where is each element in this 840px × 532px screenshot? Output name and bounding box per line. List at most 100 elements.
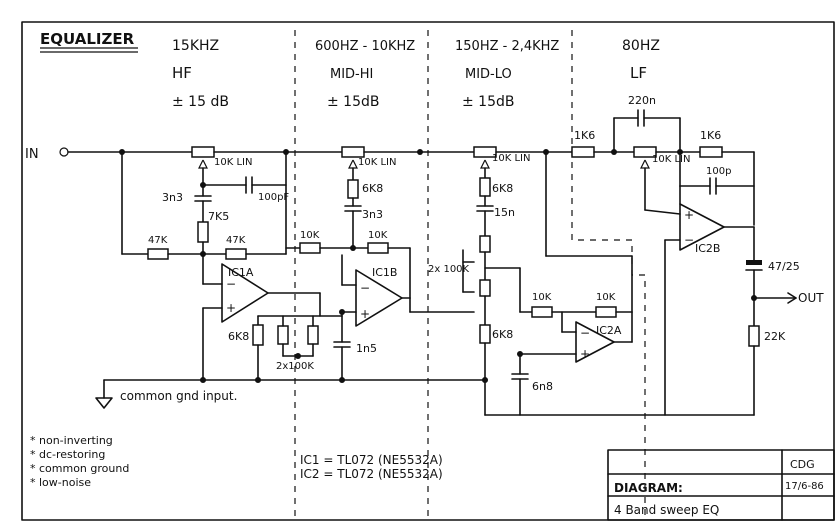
cap-15n-label: 15n	[494, 206, 515, 219]
dual-pot-b	[307, 325, 319, 345]
ic-note-2: IC2 = TL072 (NE5532A)	[300, 467, 443, 481]
resistor-10k-a	[299, 242, 321, 254]
resistor-10k-b-label: 10K	[368, 230, 388, 241]
band-hf-freq: 15KHZ	[172, 38, 219, 54]
electrolytic-cap	[746, 260, 762, 265]
band-midhi-freq: 600HZ - 10KHZ	[315, 39, 415, 54]
svg-text:−: −	[580, 326, 590, 340]
band-hf-name: HF	[172, 64, 192, 82]
cap-47-25-label: 47/25	[768, 260, 800, 273]
band-midlo-gain: ± 15dB	[462, 94, 515, 110]
cap-3n3-b-label: 3n3	[362, 208, 383, 221]
note-3: * common ground	[30, 462, 129, 475]
band-lf-name: LF	[630, 64, 647, 82]
svg-text:−: −	[360, 281, 370, 295]
dual-pot-label: 2x100K	[276, 361, 314, 372]
svg-text:+: +	[360, 307, 370, 321]
resistor-10k-d-label: 10K	[596, 292, 616, 303]
title-block-diagram-label: DIAGRAM:	[614, 481, 683, 495]
ic-notes: IC1 = TL072 (NE5532A) IC2 = TL072 (NE553…	[300, 453, 443, 481]
resistor-6k8-ml2-label: 6K8	[492, 328, 513, 341]
resistor-6k8-ml-label: 6K8	[492, 182, 513, 195]
resistor-6k8-ml2	[479, 324, 491, 344]
resistor-10k-c-label: 10K	[532, 292, 552, 303]
opamp-ic2b-label: IC2B	[695, 242, 720, 255]
band-midlo-header: 150HZ - 2,4KHZ MID-LO ± 15dB	[455, 39, 559, 110]
ground-symbol	[95, 397, 113, 409]
output-label: OUT	[798, 291, 824, 305]
band-midlo-freq: 150HZ - 2,4KHZ	[455, 39, 559, 54]
band-midhi-name: MID-HI	[330, 67, 373, 82]
resistor-47k-b	[225, 248, 247, 260]
cap-100p-label: 100p	[706, 166, 731, 177]
title-block-diagram-name: 4 Band sweep EQ	[614, 503, 719, 517]
pot-midlo-label: 10K LIN	[492, 153, 530, 164]
ic-note-1: IC1 = TL072 (NE5532A)	[300, 453, 443, 467]
note-2: * dc-restoring	[30, 448, 105, 461]
pot-lf-label: 10K LIN	[652, 154, 690, 165]
cap-220n-label: 220n	[628, 94, 656, 107]
pot-midhi-label: 10K LIN	[358, 157, 396, 168]
opamp-ic2b	[679, 203, 725, 251]
resistor-6k8-mh	[347, 179, 359, 199]
band-hf-header: 15KHZ HF ± 15 dB	[172, 38, 229, 110]
resistor-47k-a-label: 47K	[148, 235, 168, 246]
dual-pot-ml-a	[479, 235, 491, 253]
resistor-6k8-ml	[479, 177, 491, 197]
opamp-ic2a-label: IC2A	[596, 324, 622, 337]
note-4: * low-noise	[30, 476, 91, 489]
band-lf-header: 80HZ LF	[622, 38, 660, 82]
resistor-6k8-gnd	[252, 324, 264, 346]
cap-6n8-label: 6n8	[532, 380, 553, 393]
resistor-6k8-mh-label: 6K8	[362, 182, 383, 195]
resistor-7k5	[197, 221, 209, 243]
svg-text:+: +	[226, 301, 236, 315]
note-1: * non-inverting	[30, 434, 113, 447]
svg-text:−: −	[684, 233, 694, 247]
resistor-1k6-a	[571, 146, 595, 158]
dual-pot-ml-label: 2x 100K	[428, 264, 470, 275]
sheet-title: EQUALIZER	[40, 30, 135, 48]
resistor-10k-c	[531, 306, 553, 318]
sheet-border	[21, 21, 835, 521]
title-block-date: 17/6-86	[785, 481, 824, 492]
cap-1n5-label: 1n5	[356, 342, 377, 355]
opamp-ic2a	[575, 321, 615, 363]
resistor-6k8-gnd-label: 6K8	[228, 330, 249, 343]
resistor-10k-b	[367, 242, 389, 254]
band-midlo-name: MID-LO	[465, 67, 512, 82]
input-label: IN	[25, 147, 39, 162]
dual-pot-a	[277, 325, 289, 345]
resistor-1k6-b-label: 1K6	[700, 129, 721, 142]
title-block-initials: CDG	[790, 458, 815, 471]
resistor-1k6-a-label: 1K6	[574, 129, 595, 142]
band-hf-gain: ± 15 dB	[172, 94, 229, 110]
pot-hf-label: 10K LIN	[214, 157, 252, 168]
svg-text:+: +	[580, 347, 590, 361]
opamp-ic1b	[355, 269, 403, 327]
resistor-22k-label: 22K	[764, 330, 786, 343]
resistor-7k5-label: 7K5	[208, 210, 229, 223]
resistor-1k6-b	[699, 146, 723, 158]
dual-pot-ml-b	[479, 279, 491, 297]
opamp-ic1a-label: IC1A	[228, 266, 254, 279]
svg-text:−: −	[226, 277, 236, 291]
band-midhi-gain: ± 15dB	[327, 94, 380, 110]
resistor-47k-a	[147, 248, 169, 260]
resistor-47k-b-label: 47K	[226, 235, 246, 246]
resistor-10k-d	[595, 306, 617, 318]
feature-notes: * non-inverting * dc-restoring * common …	[30, 434, 129, 489]
svg-text:+: +	[684, 208, 694, 222]
title-block: CDG 17/6-86 DIAGRAM: 4 Band sweep EQ	[607, 449, 835, 521]
opamp-ic1b-label: IC1B	[372, 266, 397, 279]
cap-3n3-a-label: 3n3	[162, 191, 183, 204]
band-lf-freq: 80HZ	[622, 38, 660, 54]
resistor-22k	[748, 325, 760, 347]
resistor-10k-a-label: 10K	[300, 230, 320, 241]
pot-hf	[191, 146, 215, 158]
cap-100pf-label: 100pF	[258, 192, 289, 203]
input-terminal	[59, 147, 69, 157]
opamp-ic1a	[221, 263, 269, 323]
